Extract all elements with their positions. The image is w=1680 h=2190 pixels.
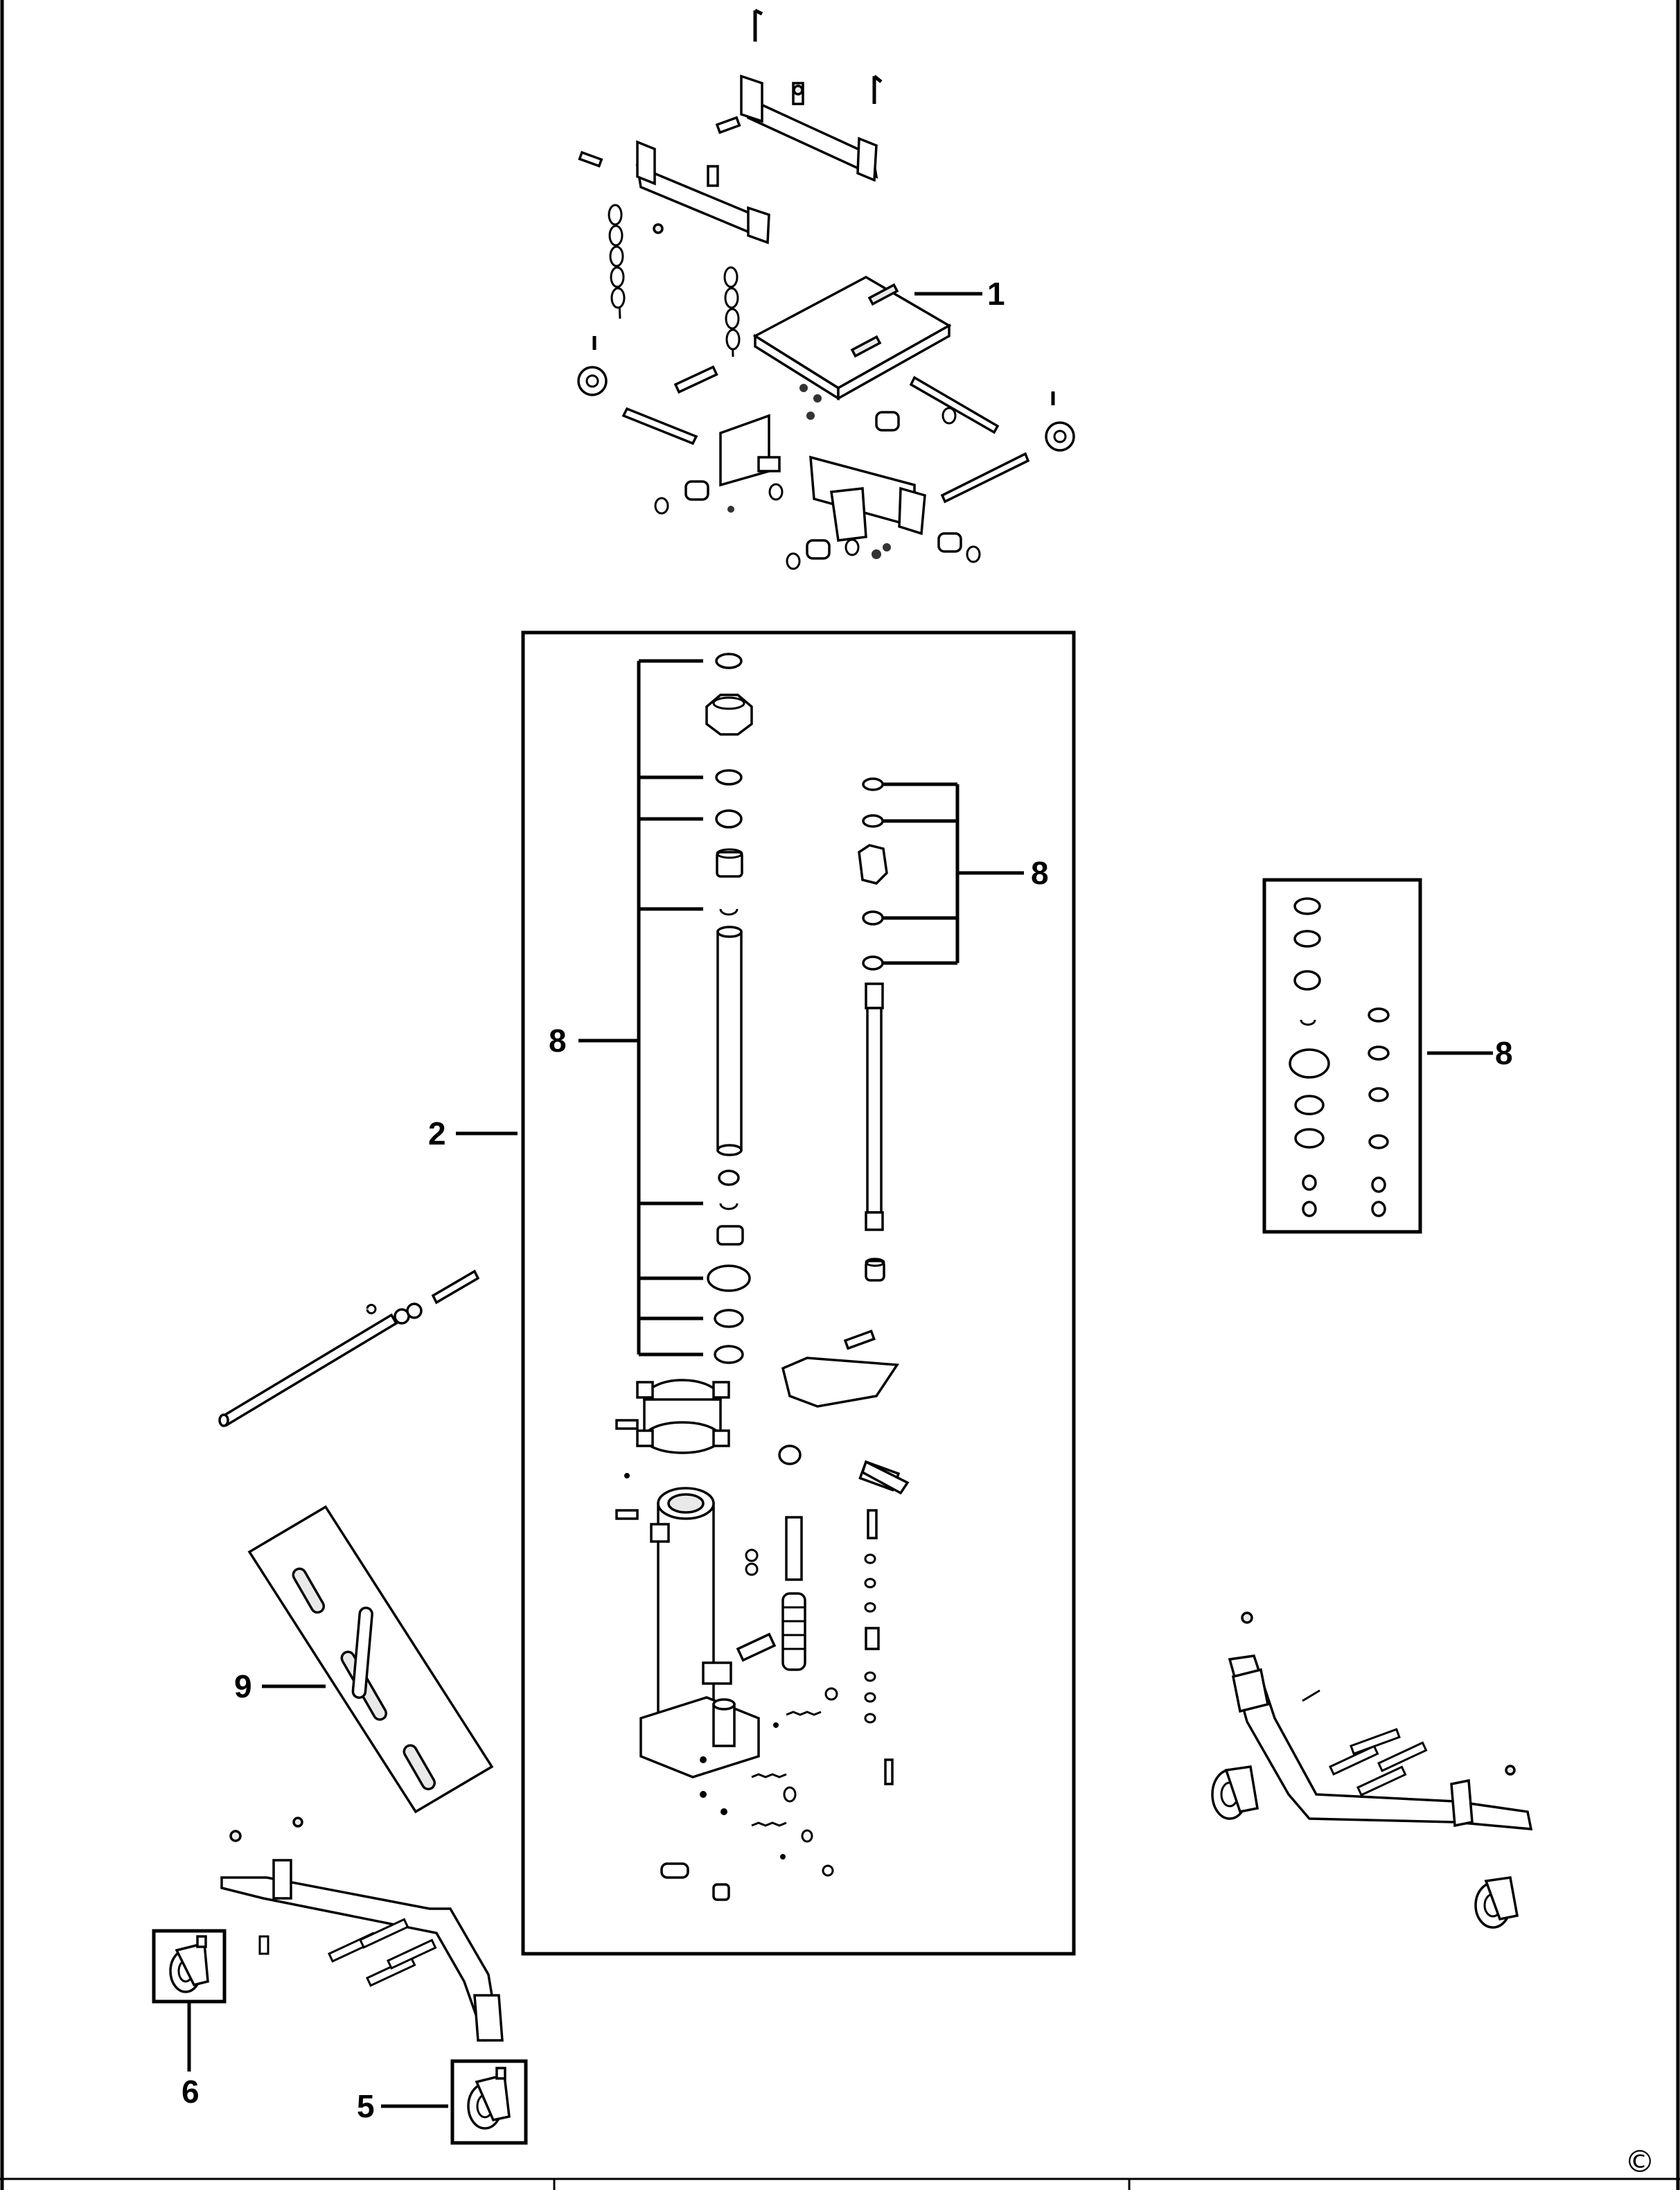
callout-9: 9 (234, 1668, 252, 1704)
copyright-mark: © (1625, 2144, 1655, 2180)
caster-5 (450, 2059, 528, 2145)
left-leg-assembly (220, 1817, 504, 2042)
pump-handle (218, 1269, 480, 1427)
left-seal-stack (705, 653, 753, 1364)
seal-kit-box (1262, 878, 1422, 1234)
top-table-assembly (577, 8, 1075, 570)
callout-5: 5 (357, 2088, 375, 2124)
callout-1: 1 (987, 276, 1005, 312)
pump-base-assembly (615, 1330, 910, 1901)
seal-bracket-left (578, 659, 703, 1357)
right-piston-stack (858, 777, 888, 1282)
caster-6 (152, 1929, 227, 2004)
right-leg-assembly (1211, 1611, 1533, 1929)
seal-kit-rings (1289, 897, 1390, 1217)
tray (247, 1505, 494, 1814)
callout-8-right: 8 (1495, 1035, 1513, 1071)
callout-2: 2 (428, 1115, 446, 1151)
hydraulic-unit-box (521, 630, 1076, 1956)
seal-bracket-right (878, 782, 1024, 965)
callout-8-center: 8 (1031, 855, 1049, 891)
callout-8-left: 8 (549, 1023, 567, 1059)
callout-6: 6 (182, 2074, 200, 2110)
